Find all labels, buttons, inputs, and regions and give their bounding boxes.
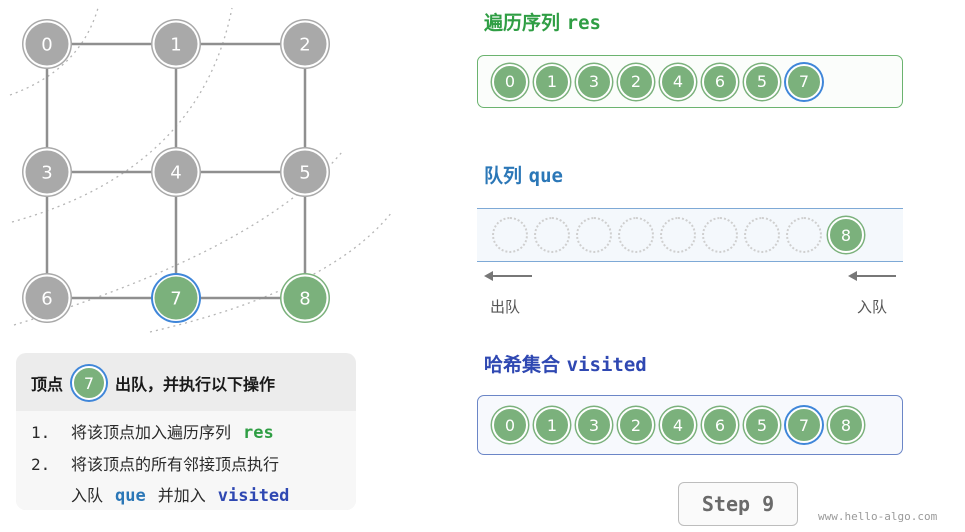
dequeue-label: 出队 [490, 298, 521, 316]
step-2: 2. 将该顶点的所有邻接顶点执行 [31, 449, 356, 480]
step-2-continued: 入队 que 并加入 visited [31, 480, 356, 512]
graph-diagram: 0 1 2 3 4 5 6 7 8 [9, 7, 393, 333]
queue-empty-slot [618, 217, 654, 253]
step-1: 1. 将该顶点加入遍历序列 res [31, 417, 356, 449]
node-5: 5 [280, 147, 330, 197]
visited-item-7: 7 [786, 407, 822, 443]
step-2-num: 2. [31, 455, 51, 474]
res-item-5: 5 [744, 63, 780, 100]
node-3: 3 [22, 147, 72, 197]
res-item-2: 2 [618, 63, 654, 100]
node-2: 2 [280, 19, 330, 69]
step-2-que-keyword: que [115, 486, 146, 506]
visited-item-5: 5 [744, 407, 780, 443]
node-label-6: 6 [41, 289, 52, 310]
res-title-text: 遍历序列 [484, 12, 561, 34]
step-2-visited-keyword: visited [217, 486, 290, 506]
node-0: 0 [22, 19, 72, 69]
info-panel: 顶点 7 出队，并执行以下操作 1. 将该顶点加入遍历序列 res 2. 将该顶点的所… [16, 353, 356, 510]
info-suffix: 出队，并执行以下操作 [115, 375, 276, 394]
enqueue-label: 入队 [857, 298, 888, 316]
visited-title-code: visited [566, 354, 647, 376]
wave-line-1 [11, 7, 233, 223]
node-6: 6 [22, 273, 72, 323]
res-title: 遍历序列 res [484, 8, 601, 35]
queue-empty-slot [576, 217, 612, 253]
wave-line-0 [9, 7, 99, 96]
visited-title-text: 哈希集合 [484, 354, 561, 376]
node-1: 1 [151, 19, 201, 69]
visited-item-0: 0 [492, 407, 528, 443]
res-item-7: 7 [786, 63, 822, 100]
node-label-7: 7 [170, 289, 181, 310]
visited-item-6: 6 [702, 407, 738, 443]
res-item-4: 4 [660, 63, 696, 100]
node-label-0: 0 [41, 35, 52, 56]
res-item-3: 3 [576, 63, 612, 100]
step-1-keyword: res [243, 423, 274, 443]
visited-item-1: 1 [534, 407, 570, 443]
res-title-code: res [566, 12, 601, 34]
que-title: 队列 que [484, 161, 563, 188]
info-vertex-badge: 7 [72, 366, 107, 400]
step-2-text: 将该顶点的所有邻接顶点执行 [71, 455, 280, 474]
res-item-0: 0 [492, 63, 528, 100]
node-label-1: 1 [170, 35, 181, 56]
res-item-1: 1 [534, 63, 570, 100]
node-label-8: 8 [299, 289, 310, 310]
distance-wave-lines [9, 7, 393, 333]
node-8: 8 [280, 273, 330, 323]
queue-box: 8 [477, 208, 903, 262]
step-2-enqueue-text: 入队 [71, 486, 104, 505]
info-prefix: 顶点 [31, 375, 64, 394]
queue-empty-slot [702, 217, 738, 253]
step-1-text: 将该顶点加入遍历序列 [71, 423, 232, 442]
queue-item-8: 8 [828, 217, 864, 253]
visited-item-2: 2 [618, 407, 654, 443]
node-7: 7 [151, 273, 201, 323]
node-label-4: 4 [170, 163, 181, 184]
node-label-5: 5 [299, 163, 310, 184]
queue-empty-slot [492, 217, 528, 253]
info-header: 顶点 7 出队，并执行以下操作 [16, 353, 356, 413]
visited-item-3: 3 [576, 407, 612, 443]
visited-item-4: 4 [660, 407, 696, 443]
node-label-2: 2 [299, 35, 310, 56]
info-steps: 1. 将该顶点加入遍历序列 res 2. 将该顶点的所有邻接顶点执行 入队 que 并加入… [16, 411, 356, 510]
enqueue-arrow-icon [848, 271, 896, 281]
step-indicator: Step 9 [678, 482, 798, 526]
visited-title: 哈希集合 visited [484, 350, 647, 377]
node-4: 4 [151, 147, 201, 197]
que-title-text: 队列 [484, 165, 523, 187]
dequeue-arrow-icon [484, 271, 532, 281]
watermark: www.hello-algo.com [818, 510, 938, 523]
step-1-num: 1. [31, 423, 51, 442]
res-item-6: 6 [702, 63, 738, 100]
node-label-3: 3 [41, 163, 52, 184]
graph-nodes: 0 1 2 3 4 5 6 7 8 [22, 19, 330, 323]
queue-empty-slot [534, 217, 570, 253]
visited-item-8: 8 [828, 407, 864, 443]
step-2-add-text: 并加入 [157, 486, 206, 505]
queue-empty-slot [744, 217, 780, 253]
que-title-code: que [528, 165, 563, 187]
queue-empty-slot [786, 217, 822, 253]
queue-empty-slot [660, 217, 696, 253]
